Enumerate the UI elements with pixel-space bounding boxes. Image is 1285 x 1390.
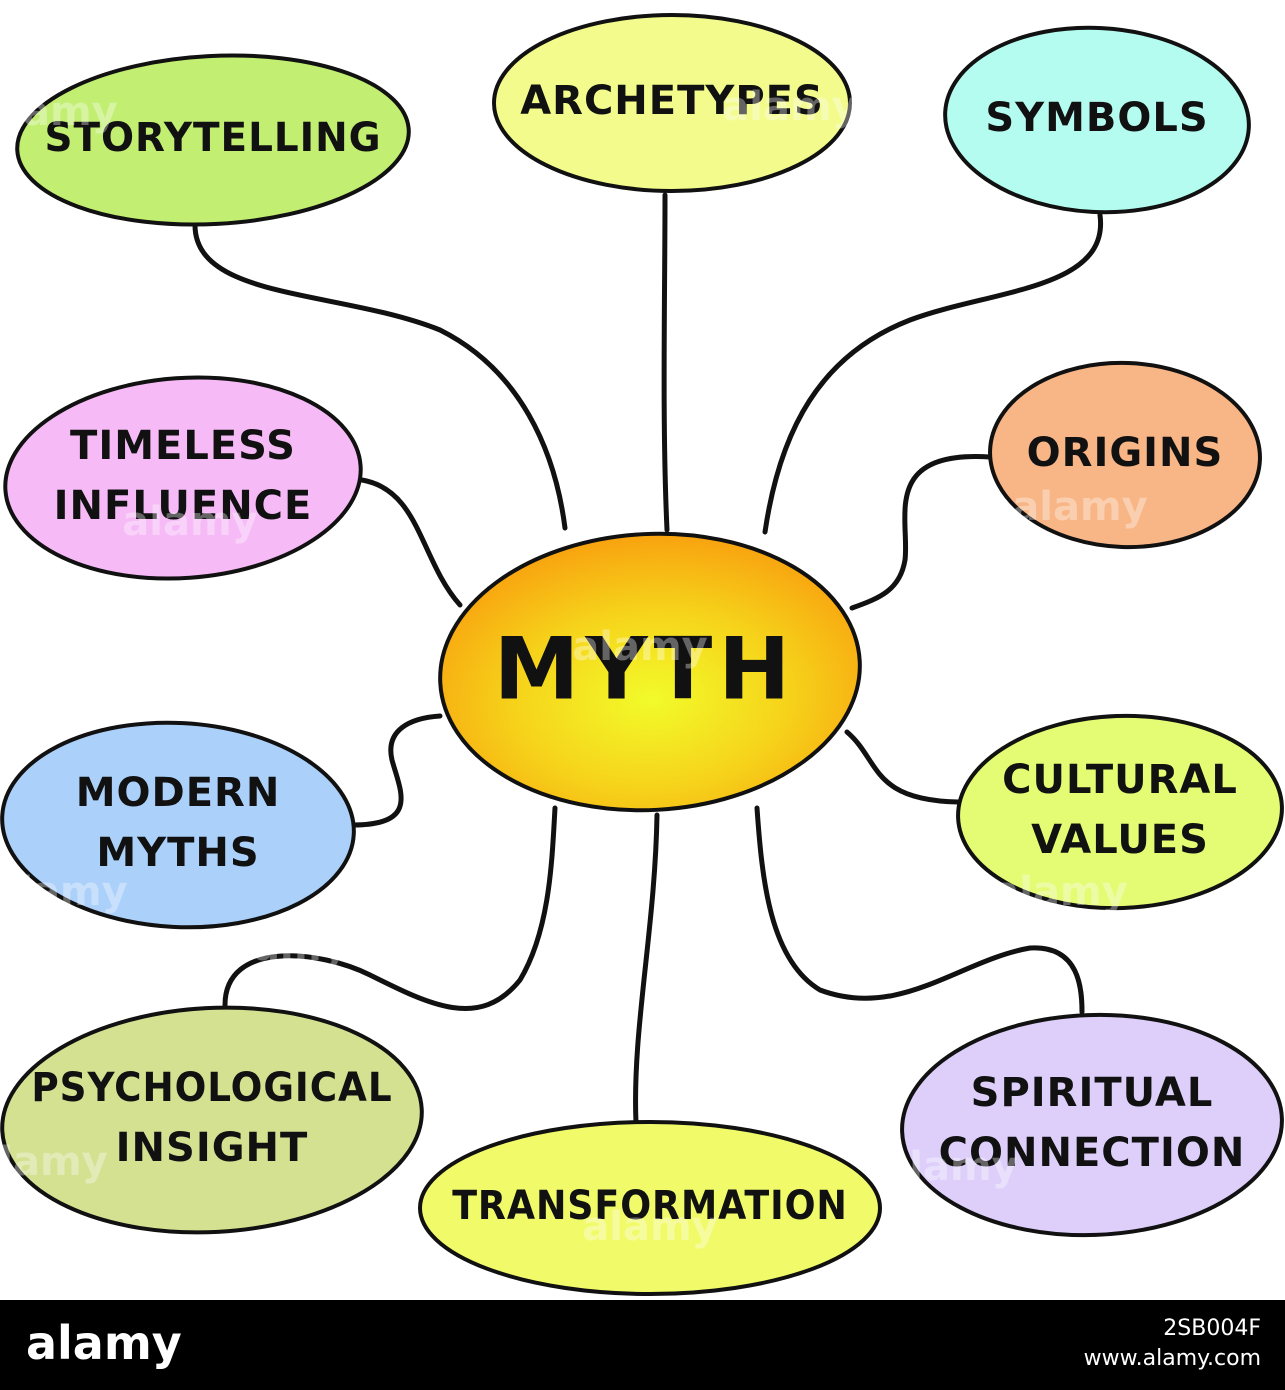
label-origins-line-1: ORIGINS — [1027, 430, 1224, 476]
footer-url: www.alamy.com — [1083, 1346, 1261, 1371]
center-node: MYTH — [438, 531, 862, 813]
bubble-storytelling — [15, 53, 411, 227]
bubble-archetypes — [492, 13, 852, 193]
connector-cultural-values — [844, 729, 961, 805]
connector-origins — [849, 454, 993, 611]
node-psychological-insight: PSYCHOLOGICAL INSIGHT — [0, 1005, 424, 1235]
connector-storytelling — [192, 222, 568, 531]
center-label: MYTH — [494, 619, 797, 719]
watermark-7: alamy — [212, 924, 347, 970]
node-storytelling: STORYTELLING — [15, 53, 411, 227]
bubble-spiritual-connection — [900, 1012, 1284, 1238]
footer-bar: alamy 2SB004F www.alamy.com — [0, 1300, 1285, 1390]
label-spiritual-connection-line-1: SPIRITUAL — [971, 1070, 1214, 1116]
connector-timeless-influence — [359, 477, 463, 608]
bubble-symbols — [943, 25, 1251, 215]
label-timeless-influence-line-2: INFLUENCE — [54, 483, 313, 529]
label-psychological-insight-line-1: PSYCHOLOGICAL — [31, 1065, 392, 1111]
connector-psychological-insight — [222, 805, 558, 1011]
label-symbols-line-1: SYMBOLS — [985, 95, 1208, 141]
watermark-layer: alamy alamy alamy alamy alamy alamy alamy alamy… — [0, 84, 1148, 1250]
bubble-cultural-values — [956, 713, 1284, 911]
node-archetypes: ARCHETYPES — [492, 13, 852, 193]
watermark-2: alamy — [722, 84, 857, 130]
topic-bubbles: STORYTELLING ARCHETYPES SYMBOLS TIMELESS INF… — [0, 13, 1284, 1296]
watermark-4: alamy — [1012, 484, 1147, 530]
footer-image-info: 2SB004F www.alamy.com — [1084, 1314, 1261, 1374]
connector-lines — [192, 192, 1103, 1126]
label-timeless-influence-line-1: TIMELESS — [70, 423, 296, 469]
label-transformation-line-1: TRANSFORMATION — [452, 1183, 848, 1229]
mind-map-diagram: STORYTELLING ARCHETYPES SYMBOLS TIMELESS INF… — [0, 13, 1284, 1296]
label-archetypes-line-1: ARCHETYPES — [520, 78, 824, 124]
watermark-10: alamy — [582, 1204, 717, 1250]
watermark-1: alamy — [0, 89, 118, 135]
label-storytelling-line-1: STORYTELLING — [44, 115, 381, 161]
footer-image-id: 2SB004F — [1163, 1316, 1261, 1341]
connector-symbols — [762, 212, 1103, 535]
watermark-8: alamy — [992, 869, 1127, 915]
label-modern-myths-line-2: MYTHS — [96, 830, 259, 876]
bubble-origins — [988, 360, 1262, 550]
watermark-6: alamy — [0, 869, 128, 915]
bubble-transformation — [418, 1120, 882, 1296]
label-cultural-values-line-1: CULTURAL — [1002, 757, 1238, 803]
label-modern-myths-line-1: MODERN — [76, 770, 281, 816]
connector-modern-myths — [350, 713, 443, 828]
node-transformation: TRANSFORMATION — [418, 1120, 882, 1296]
bubble-psychological-insight — [0, 1005, 424, 1235]
watermark-11: alamy — [882, 1144, 1017, 1190]
connector-spiritual-connection — [754, 805, 1085, 1015]
node-spiritual-connection: SPIRITUAL CONNECTION — [900, 1012, 1284, 1238]
node-origins: ORIGINS — [988, 360, 1262, 550]
center-bubble — [438, 531, 862, 813]
bubble-modern-myths — [0, 720, 356, 930]
node-symbols: SYMBOLS — [943, 25, 1251, 215]
node-modern-myths: MODERN MYTHS — [0, 720, 356, 930]
label-psychological-insight-line-2: INSIGHT — [116, 1125, 309, 1171]
connector-transformation — [633, 812, 660, 1126]
footer-logo: alamy — [26, 1316, 182, 1370]
connector-archetypes — [661, 192, 670, 533]
watermark-9: alamy — [0, 1139, 108, 1185]
label-spiritual-connection-line-2: CONNECTION — [939, 1130, 1246, 1176]
watermark-5: alamy — [572, 624, 707, 670]
label-cultural-values-line-2: VALUES — [1031, 817, 1209, 863]
node-timeless-influence: TIMELESS INFLUENCE — [3, 375, 363, 581]
watermark-3: alamy — [122, 499, 257, 545]
node-cultural-values: CULTURAL VALUES — [956, 713, 1284, 911]
bubble-timeless-influence — [3, 375, 363, 581]
